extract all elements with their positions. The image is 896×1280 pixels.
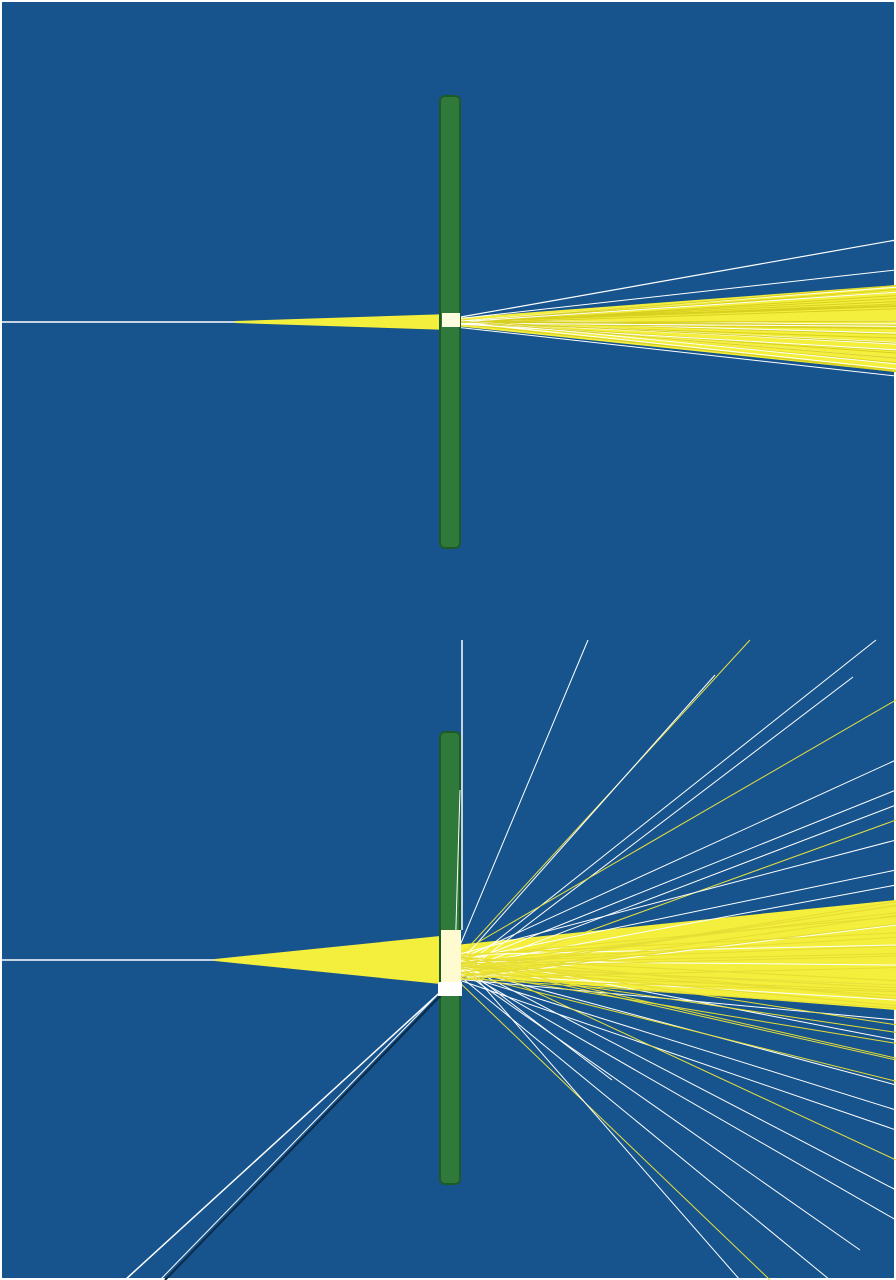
wide-ray (454, 326, 896, 377)
scatter-track (455, 954, 896, 1041)
scatter-track (455, 960, 613, 1081)
yellow-track (455, 964, 896, 997)
scatter-track (455, 639, 877, 974)
cone-ray (454, 322, 896, 327)
yellow-track (455, 978, 896, 993)
hot-spot-edge (438, 982, 462, 996)
cone-ray (454, 303, 896, 324)
yellow-track (455, 936, 896, 964)
scatter-track (455, 972, 896, 1111)
yellow-track (455, 967, 896, 979)
scatter-track (455, 978, 771, 1280)
scatter-track (455, 966, 861, 1251)
scatter-track (455, 869, 896, 962)
beam-cone (215, 935, 450, 985)
hot-spot (442, 313, 460, 327)
scatter-track (455, 699, 896, 956)
cone-ray (454, 291, 896, 323)
top-interaction-point (442, 313, 460, 327)
scatter-track (455, 639, 589, 956)
yellow-track (455, 932, 896, 956)
scatter-track (455, 960, 896, 1061)
backscatter-track (159, 987, 445, 1280)
scatter-track (455, 960, 896, 1191)
bottom-scattered-tracks (124, 639, 896, 1280)
wide-ray (454, 239, 896, 319)
yellow-track (455, 953, 896, 965)
yellow-track (455, 923, 896, 978)
cone-ray (454, 321, 896, 326)
yellow-track (455, 971, 896, 1082)
cone-ray (454, 308, 896, 324)
scatter-track (455, 966, 896, 1221)
cone-ray (454, 319, 896, 365)
backscatter-track (124, 984, 449, 1280)
scatter-track (455, 954, 741, 1280)
scatter-track (455, 978, 896, 1131)
scatter-track (455, 804, 896, 974)
scatter-track (455, 674, 716, 968)
panel-bottom (2, 639, 896, 1280)
yellow-track (455, 916, 896, 958)
yellow-track (455, 957, 896, 1059)
cone-ray (454, 322, 896, 371)
bottom-interaction-point (438, 930, 462, 996)
backscatter-shadow (164, 989, 447, 1280)
scatter-track (455, 972, 831, 1280)
hot-spot (441, 930, 461, 985)
cone-ray (454, 320, 896, 344)
yellow-track (455, 977, 896, 1009)
scatter-track (455, 819, 896, 980)
yellow-track (455, 955, 896, 1000)
scatter-track (455, 839, 896, 956)
cone-ray (454, 321, 896, 370)
cone-ray (454, 323, 896, 351)
panel-top (2, 95, 896, 549)
top-incoming-beam (2, 314, 450, 330)
scatter-track (455, 759, 896, 962)
cone-ray (454, 285, 896, 323)
cone-ray (454, 320, 896, 359)
scatter-track (455, 676, 854, 980)
beam-cone (235, 314, 450, 330)
yellow-track (455, 914, 896, 978)
yellow-track (455, 955, 896, 968)
bottom-incoming-beam (2, 935, 450, 985)
cone-ray (454, 298, 896, 324)
scatter-track (455, 789, 896, 968)
scatter-track (455, 639, 751, 962)
yellow-track (455, 966, 896, 1033)
scatter-track (455, 966, 896, 1086)
wide-ray (454, 269, 896, 320)
yellow-track (455, 905, 896, 971)
cone-ray (454, 322, 896, 339)
top-outgoing-cone (454, 239, 896, 377)
scatter-track (455, 954, 896, 1161)
